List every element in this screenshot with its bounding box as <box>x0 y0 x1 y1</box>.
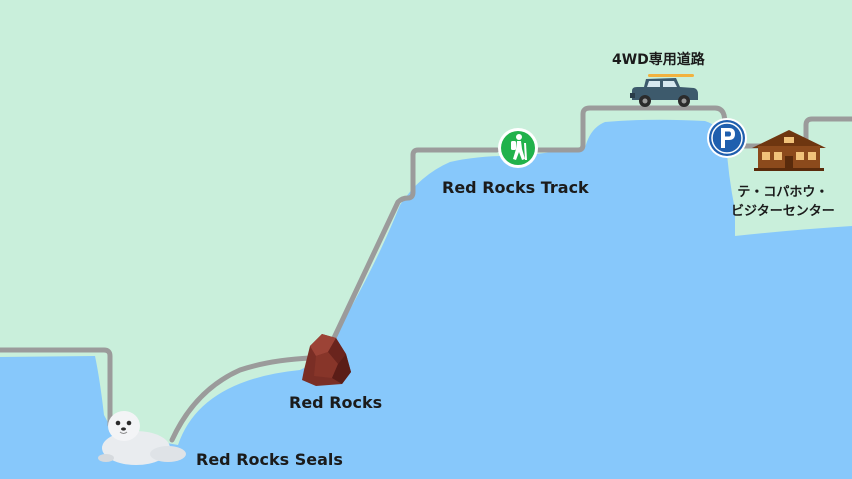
label-4wd-road: 4WD専用道路 <box>612 52 705 68</box>
sea-area <box>0 119 852 479</box>
red-rock-icon[interactable] <box>298 330 354 388</box>
label-visitor-centre-line1: テ・コパホウ・ <box>737 185 829 200</box>
hiker-icon[interactable] <box>497 127 539 169</box>
label-red-rocks: Red Rocks <box>289 393 383 412</box>
label-red-rocks-seals: Red Rocks Seals <box>196 450 343 469</box>
parking-icon[interactable] <box>706 117 748 159</box>
4wd-vehicle-icon[interactable] <box>628 72 702 110</box>
walking-track <box>0 105 852 443</box>
label-red-rocks-track: Red Rocks Track <box>442 178 589 197</box>
seal-icon[interactable] <box>98 404 190 470</box>
label-visitor-centre: テ・コパホウ・ ビジターセンター <box>731 183 835 221</box>
label-visitor-centre-line2: ビジターセンター <box>731 204 835 219</box>
visitor-centre-building-icon[interactable] <box>750 128 828 172</box>
